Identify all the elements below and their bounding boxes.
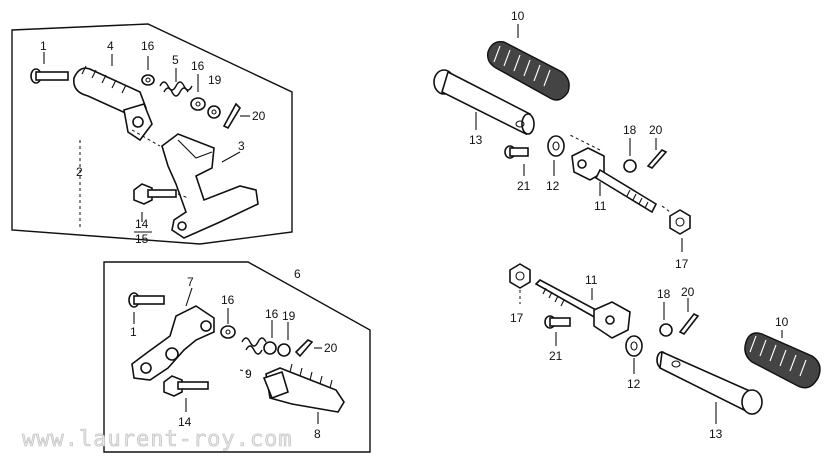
bracket-3: [161, 133, 259, 239]
label-6: 6: [294, 267, 301, 281]
bolt-1: [30, 68, 69, 84]
part-labels: 1 4 16 5 16 19 20 2 3 14 15 7 6 16 16 19…: [40, 9, 789, 441]
box-outline: [11, 23, 293, 245]
washer-16: [141, 74, 155, 86]
pin-21: [504, 145, 529, 159]
nut-17: [669, 209, 691, 235]
assembly-right-upper: [433, 24, 691, 252]
label-21: 21: [517, 179, 531, 193]
shaft-11-lower: [534, 279, 631, 339]
bolt-1-lower: [128, 292, 165, 308]
box-outline-lower: [103, 261, 371, 453]
washer-12: [547, 135, 565, 157]
label-16: 16: [191, 59, 205, 73]
label-8: 8: [314, 427, 321, 441]
label-11: 11: [594, 199, 607, 213]
cotter-pin-20-r: [646, 149, 668, 169]
footpeg-4: [72, 65, 153, 142]
cotter-pin-20-lower: [294, 339, 314, 358]
shaft-11: [571, 147, 658, 214]
label-16: 16: [221, 293, 235, 307]
label-9: 9: [245, 367, 252, 381]
label-13: 13: [709, 427, 723, 441]
label-14: 14: [178, 415, 192, 429]
spring-lower: [241, 337, 267, 355]
label-2: 2: [76, 165, 83, 179]
footpeg-8: [262, 363, 345, 413]
label-20: 20: [681, 285, 695, 299]
label-17: 17: [675, 257, 689, 271]
washer-16-lower: [220, 325, 236, 339]
label-13: 13: [469, 133, 483, 147]
label-16: 16: [141, 39, 155, 53]
bolt-14-15: [133, 183, 177, 205]
cotter-pin-20-rl: [678, 312, 700, 336]
label-12: 12: [627, 377, 641, 391]
label-19: 19: [208, 73, 222, 87]
label-21: 21: [549, 349, 563, 363]
label-15: 15: [135, 232, 149, 246]
cotter-pin-20: [222, 102, 242, 130]
label-10: 10: [511, 9, 525, 23]
label-4: 4: [107, 39, 114, 53]
label-17: 17: [510, 311, 524, 325]
bolt-14-lower: [163, 375, 209, 397]
label-18: 18: [657, 287, 671, 301]
label-3: 3: [238, 139, 245, 153]
washer-19-lower: [277, 343, 291, 357]
washer-18-lower: [659, 323, 673, 337]
peg-13: [433, 69, 535, 136]
label-10: 10: [775, 315, 789, 329]
label-19: 19: [282, 309, 296, 323]
label-20: 20: [324, 341, 338, 355]
label-1: 1: [130, 325, 137, 339]
assembly-left-lower: [103, 261, 371, 453]
pin-21-lower: [544, 315, 571, 329]
label-16: 16: [265, 307, 279, 321]
washer-16-lower-b: [263, 341, 277, 355]
washer-19: [207, 105, 221, 119]
label-20: 20: [649, 123, 663, 137]
label-1: 1: [40, 39, 47, 53]
rubber-10: [486, 41, 570, 101]
spring-5: [159, 81, 193, 97]
washer-12-lower: [625, 335, 643, 357]
label-11: 11: [585, 273, 598, 287]
washer-16b: [190, 97, 206, 111]
label-14: 14: [135, 217, 149, 231]
bracket-7: [131, 305, 215, 381]
label-12: 12: [546, 179, 560, 193]
label-20: 20: [252, 109, 266, 123]
assembly-left-upper: [11, 23, 293, 245]
label-18: 18: [623, 123, 637, 137]
peg-13-lower: [656, 350, 763, 415]
rubber-10-lower: [744, 332, 821, 389]
label-7: 7: [187, 275, 194, 289]
nut-17-lower: [509, 263, 531, 289]
watermark-text: www.laurent-roy.com: [22, 427, 293, 452]
assembly-right-lower: [509, 263, 821, 424]
label-5: 5: [172, 53, 179, 67]
washer-18: [623, 159, 637, 173]
